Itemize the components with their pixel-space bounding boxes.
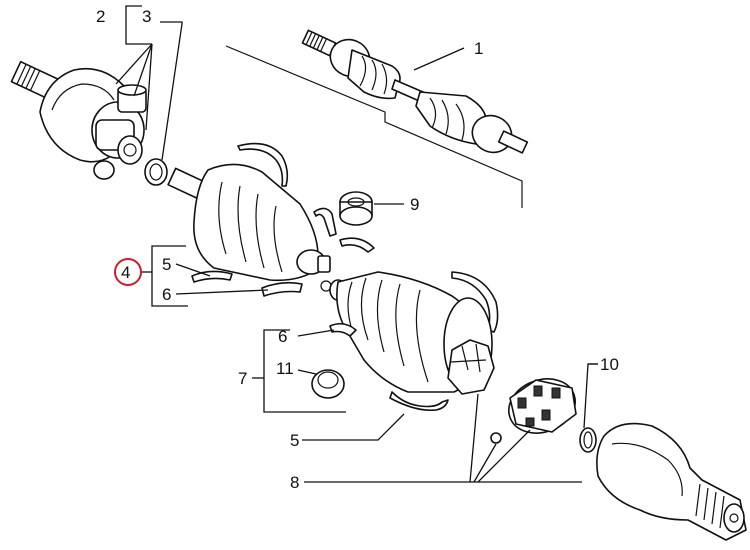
boot-clamp-lower-5 <box>191 270 233 283</box>
boot-clamp-upper <box>237 142 289 187</box>
callout-1: 1 <box>474 39 483 58</box>
drive-shaft-assembly: 1 <box>225 29 529 208</box>
bearing-bush: 9 <box>339 191 419 226</box>
callout-4: 4 <box>121 263 130 282</box>
callout-2: 2 <box>96 7 105 26</box>
callout-5-lower: 5 <box>290 431 299 450</box>
outer-joint-hub <box>447 339 495 395</box>
callout-5-upper: 5 <box>162 255 171 274</box>
boot-clamp-5-lower <box>389 391 449 412</box>
split-ring-a <box>339 237 375 253</box>
outer-cv-joint <box>596 422 747 541</box>
callout-9: 9 <box>410 195 419 214</box>
grease-cap <box>311 369 345 399</box>
snap-ring <box>579 427 597 453</box>
callout-6-lower: 6 <box>278 327 287 346</box>
callout-11: 11 <box>276 359 294 378</box>
inner-boot <box>167 163 331 282</box>
bearing-cage <box>508 378 577 434</box>
callout-7: 7 <box>238 369 247 388</box>
tripod-spider <box>93 84 147 180</box>
callout-10: 10 <box>600 355 619 374</box>
callout-6-upper: 6 <box>162 285 171 304</box>
callout-3: 3 <box>142 7 151 26</box>
circlip-small <box>144 158 168 186</box>
boot-clamp-outer-6 <box>329 322 357 337</box>
highlight-circle <box>114 258 142 286</box>
boot-clamp-lower-6 <box>261 281 303 297</box>
callout-8: 8 <box>290 473 299 492</box>
boot-clamp-side <box>313 207 337 237</box>
